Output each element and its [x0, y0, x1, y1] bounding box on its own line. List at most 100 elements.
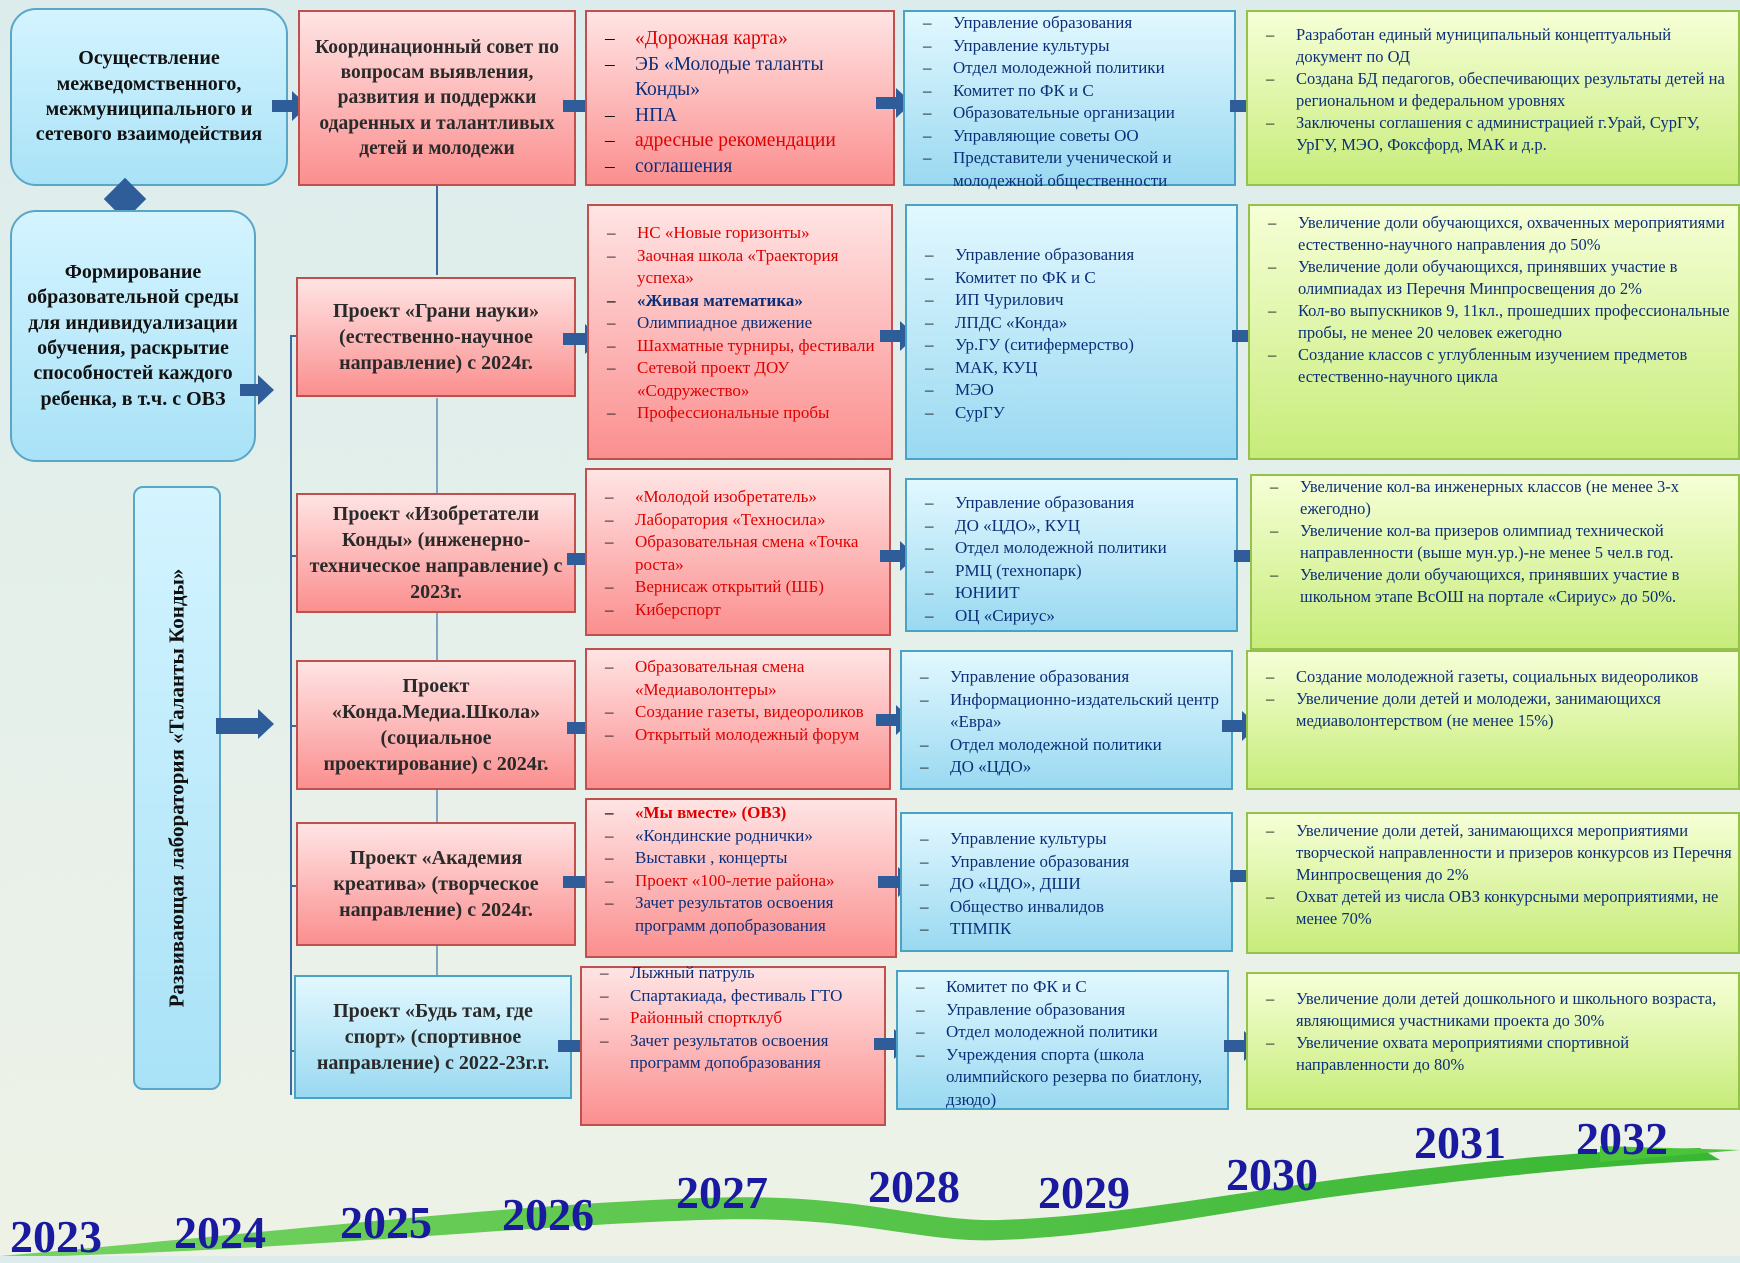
activity-item: Лаборатория «Техносила»	[587, 509, 889, 532]
activity-item: «Кондинские роднички»	[587, 825, 895, 848]
partner-item: ТПМПК	[902, 918, 1231, 941]
partner-item: Отдел молодежной политики	[898, 1021, 1227, 1044]
activity-item: «Живая математика»	[589, 290, 891, 313]
connector-row-3	[290, 555, 298, 557]
partner-item: ОЦ «Сириус»	[907, 605, 1236, 628]
arrow-1b	[876, 88, 912, 118]
year-label: 2031	[1414, 1117, 1506, 1168]
partners-box-6: Комитет по ФК и С Управление образования…	[896, 970, 1229, 1110]
results-box-3: Увеличение кол-ва инженерных классов (не…	[1250, 474, 1740, 650]
arrow-2b	[880, 321, 916, 351]
partner-item: Информационно-издательский центр «Евра»	[902, 689, 1231, 734]
activities-box-6: Лыжный патруль Спартакиада, фестиваль ГТ…	[580, 962, 886, 1126]
partner-item: Управление культуры	[905, 35, 1234, 58]
results-box-2: Увеличение доли обучающихся, охваченных …	[1248, 204, 1740, 460]
partner-item: Управление образования	[907, 492, 1236, 515]
result-item: Увеличение доли обучающихся, охваченных …	[1250, 212, 1732, 256]
activity-item: Открытый молодежный форум	[587, 724, 889, 747]
result-item: Увеличение кол-ва инженерных классов (не…	[1252, 476, 1732, 520]
activities-box-3: «Молодой изобретатель» Лаборатория «Техн…	[585, 468, 891, 636]
interaction-box: Осуществление межведомственного, межмуни…	[10, 8, 288, 186]
arrow-2a	[563, 324, 601, 354]
result-item: Создание классов с углубленным изучением…	[1250, 344, 1732, 388]
activity-item: Профессиональные пробы	[589, 402, 891, 425]
result-item: Создание молодежной газеты, социальных в…	[1248, 666, 1732, 688]
result-item: Увеличение доли обучающихся, принявших у…	[1252, 564, 1732, 608]
arrow-4a	[567, 713, 601, 743]
project-box-1: Координационный совет по вопросам выявле…	[298, 10, 576, 186]
partner-item: ДО «ЦДО», КУЦ	[907, 515, 1236, 538]
partner-item: Управление образования	[907, 244, 1236, 267]
result-item: Кол-во выпускников 9, 11кл., прошедших п…	[1250, 300, 1732, 344]
activity-item: адресные рекомендации	[587, 128, 893, 154]
partner-item: Отдел молодежной политики	[905, 57, 1234, 80]
activity-item: «Молодой изобретатель»	[587, 486, 889, 509]
partner-item: ЛПДС «Конда»	[907, 312, 1236, 335]
connector-row-4	[290, 725, 298, 727]
connector-row-2	[290, 335, 298, 337]
left-to-row1-arrow	[272, 91, 308, 121]
year-label: 2032	[1576, 1113, 1668, 1164]
year-label: 2025	[340, 1197, 432, 1248]
partner-item: Управление образования	[898, 999, 1227, 1022]
arrow-3a	[567, 544, 601, 574]
partner-item: Управление культуры	[902, 828, 1231, 851]
result-item: Увеличение доли детей и молодежи, занима…	[1248, 688, 1732, 732]
result-item: Увеличение охвата мероприятиями спортивн…	[1248, 1032, 1732, 1076]
activity-item: Лыжный патруль	[582, 962, 884, 985]
activities-box-4: Образовательная смена «Медиаволонтеры» С…	[585, 648, 891, 790]
arrow-3b	[880, 541, 916, 571]
activity-item: Создание газеты, видеороликов	[587, 701, 889, 724]
activity-item: Зачет результатов освоения программ допо…	[582, 1030, 884, 1075]
partner-item: Комитет по ФК и С	[905, 80, 1234, 103]
partner-item: Учреждения спорта (школа олимпийского ре…	[898, 1044, 1227, 1112]
results-box-6: Увеличение доли детей дошкольного и школ…	[1246, 972, 1740, 1110]
activity-item: Районный спортклуб	[582, 1007, 884, 1030]
partner-item: Комитет по ФК и С	[898, 976, 1227, 999]
activities-box-5: «Мы вместе» (ОВЗ) «Кондинские роднички» …	[585, 798, 897, 958]
activity-item: Образовательная смена «Медиаволонтеры»	[587, 656, 889, 701]
result-item: Охват детей из числа ОВЗ конкурсными мер…	[1248, 886, 1732, 930]
partner-item: Ур.ГУ (ситифермерство)	[907, 334, 1236, 357]
year-label: 2026	[502, 1189, 594, 1240]
result-item: Разработан единый муниципальный концепту…	[1248, 24, 1732, 68]
activity-item: Сетевой проект ДОУ «Содружество»	[589, 357, 891, 402]
arrow-5b	[878, 867, 914, 897]
arrow-6c	[1224, 1031, 1260, 1061]
result-item: Создана БД педагогов, обеспечивающих рез…	[1248, 68, 1732, 112]
partner-item: ЮНИИТ	[907, 582, 1236, 605]
activity-item: «Дорожная карта»	[587, 26, 893, 52]
education-environment-box: Формирование образовательной среды для и…	[10, 210, 256, 462]
connector-vertical-main	[290, 335, 292, 1095]
activity-item: ЭБ «Молодые таланты Конды»	[587, 52, 893, 103]
partners-box-1: Управление образования Управление культу…	[903, 10, 1236, 190]
left-to-projects-arrow	[240, 375, 274, 405]
project-box-4: Проект «Конда.Медиа.Школа» (социальное п…	[296, 660, 576, 790]
activity-item: Вернисаж открытий (ШБ)	[587, 576, 889, 599]
lab-to-projects-arrow	[216, 709, 274, 739]
project-box-5: Проект «Академия креатива» (творческое н…	[296, 822, 576, 946]
year-label: 2023	[10, 1211, 102, 1262]
partner-item: Управление образования	[905, 12, 1234, 35]
project-box-3: Проект «Изобретатели Конды» (инженерно-т…	[296, 493, 576, 613]
partners-box-5: Управление культуры Управление образован…	[900, 812, 1233, 952]
lab-box: Развивающая лаборатория «Таланты Конды»	[133, 486, 221, 1090]
activity-item: Заочная школа «Траектория успеха»	[589, 245, 891, 290]
year-label: 2029	[1038, 1167, 1130, 1218]
partner-item: РМЦ (технопарк)	[907, 560, 1236, 583]
activity-item: Шахматные турниры, фестивали	[589, 335, 891, 358]
activity-item: Киберспорт	[587, 599, 889, 622]
project-box-2: Проект «Грани науки» (естественно-научно…	[296, 277, 576, 397]
result-item: Увеличение доли детей дошкольного и школ…	[1248, 988, 1732, 1032]
results-box-1: Разработан единый муниципальный концепту…	[1246, 10, 1740, 186]
connector-vertical-top	[436, 185, 438, 275]
activity-item: Проект «100-летие района»	[587, 870, 895, 893]
activities-box-2: НС «Новые горизонты» Заочная школа «Трае…	[587, 204, 893, 460]
activity-item: «Мы вместе» (ОВЗ)	[587, 802, 895, 825]
result-item: Увеличение доли обучающихся, принявших у…	[1250, 256, 1732, 300]
activity-item: соглашения	[587, 154, 893, 180]
year-label: 2024	[174, 1207, 266, 1258]
partner-item: Управление образования	[902, 851, 1231, 874]
activity-item: НПА	[587, 103, 893, 129]
year-label: 2030	[1226, 1149, 1318, 1200]
